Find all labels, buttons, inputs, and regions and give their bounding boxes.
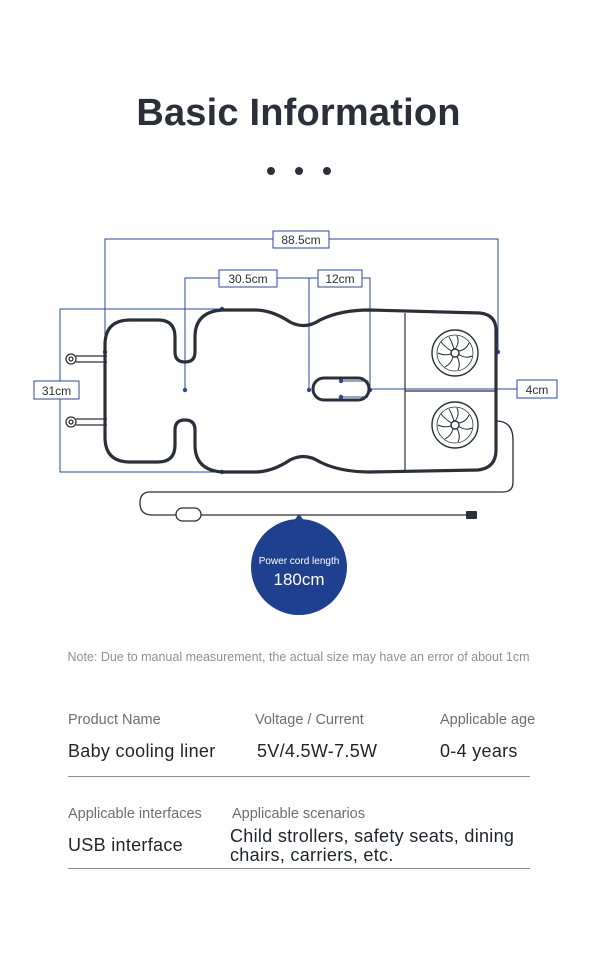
dot [322, 167, 331, 175]
label-slot-length: 12cm [317, 269, 363, 288]
divider [68, 776, 530, 777]
label-head-width: 31cm [33, 380, 80, 400]
label-slot-width: 4cm [516, 379, 558, 399]
divider [68, 868, 530, 869]
badge-value: 180cm [273, 570, 324, 589]
seat-width-text: 30.5cm [228, 272, 267, 286]
measurement-note: Note: Due to manual measurement, the act… [67, 650, 530, 664]
head-width-text: 31cm [42, 384, 71, 398]
label-seat-width: 30.5cm [218, 269, 278, 288]
dim-dot [182, 387, 188, 393]
label-total-length: 88.5cm [272, 230, 330, 249]
fan-icon [431, 401, 479, 449]
scenarios-value: Child strollers, safety seats, dining ch… [230, 826, 515, 865]
interfaces-label: Applicable interfaces [68, 806, 202, 822]
product-name-value: Baby cooling liner [68, 741, 216, 761]
voltage-label: Voltage / Current [255, 712, 364, 728]
power-cord-badge: Power cord length 180cm [251, 514, 347, 615]
total-length-text: 88.5cm [281, 233, 320, 247]
age-value: 0-4 years [440, 741, 518, 761]
scenarios-label: Applicable scenarios [232, 806, 365, 822]
hook-icon [65, 416, 107, 428]
dim-dot [338, 378, 344, 384]
power-cord [139, 420, 514, 516]
hook-icon [65, 353, 107, 365]
dim-dot [338, 394, 344, 400]
product-name-label: Product Name [68, 712, 161, 728]
usb-plug-icon [466, 511, 477, 519]
slot-length-dimension-line [309, 277, 371, 390]
age-label: Applicable age [440, 712, 536, 728]
fan-icon [431, 329, 479, 377]
slot-width-text: 4cm [526, 383, 549, 397]
seat-width-dimension-line [184, 277, 310, 390]
badge-title: Power cord length [259, 556, 340, 567]
center-slot [311, 376, 371, 402]
total-length-dimension-line [104, 238, 499, 352]
interfaces-value: USB interface [68, 835, 183, 855]
dot [294, 167, 303, 175]
voltage-value: 5V/4.5W-7.5W [257, 741, 378, 761]
page-title: Basic Information [136, 92, 461, 134]
cord-switch [175, 507, 202, 522]
head-width-dimension-line [59, 308, 222, 473]
slot-length-text: 12cm [325, 272, 354, 286]
dim-dot [306, 387, 312, 393]
title-dots-decoration [0, 162, 597, 180]
dot [266, 167, 275, 175]
cooling-liner-outline [103, 308, 498, 474]
